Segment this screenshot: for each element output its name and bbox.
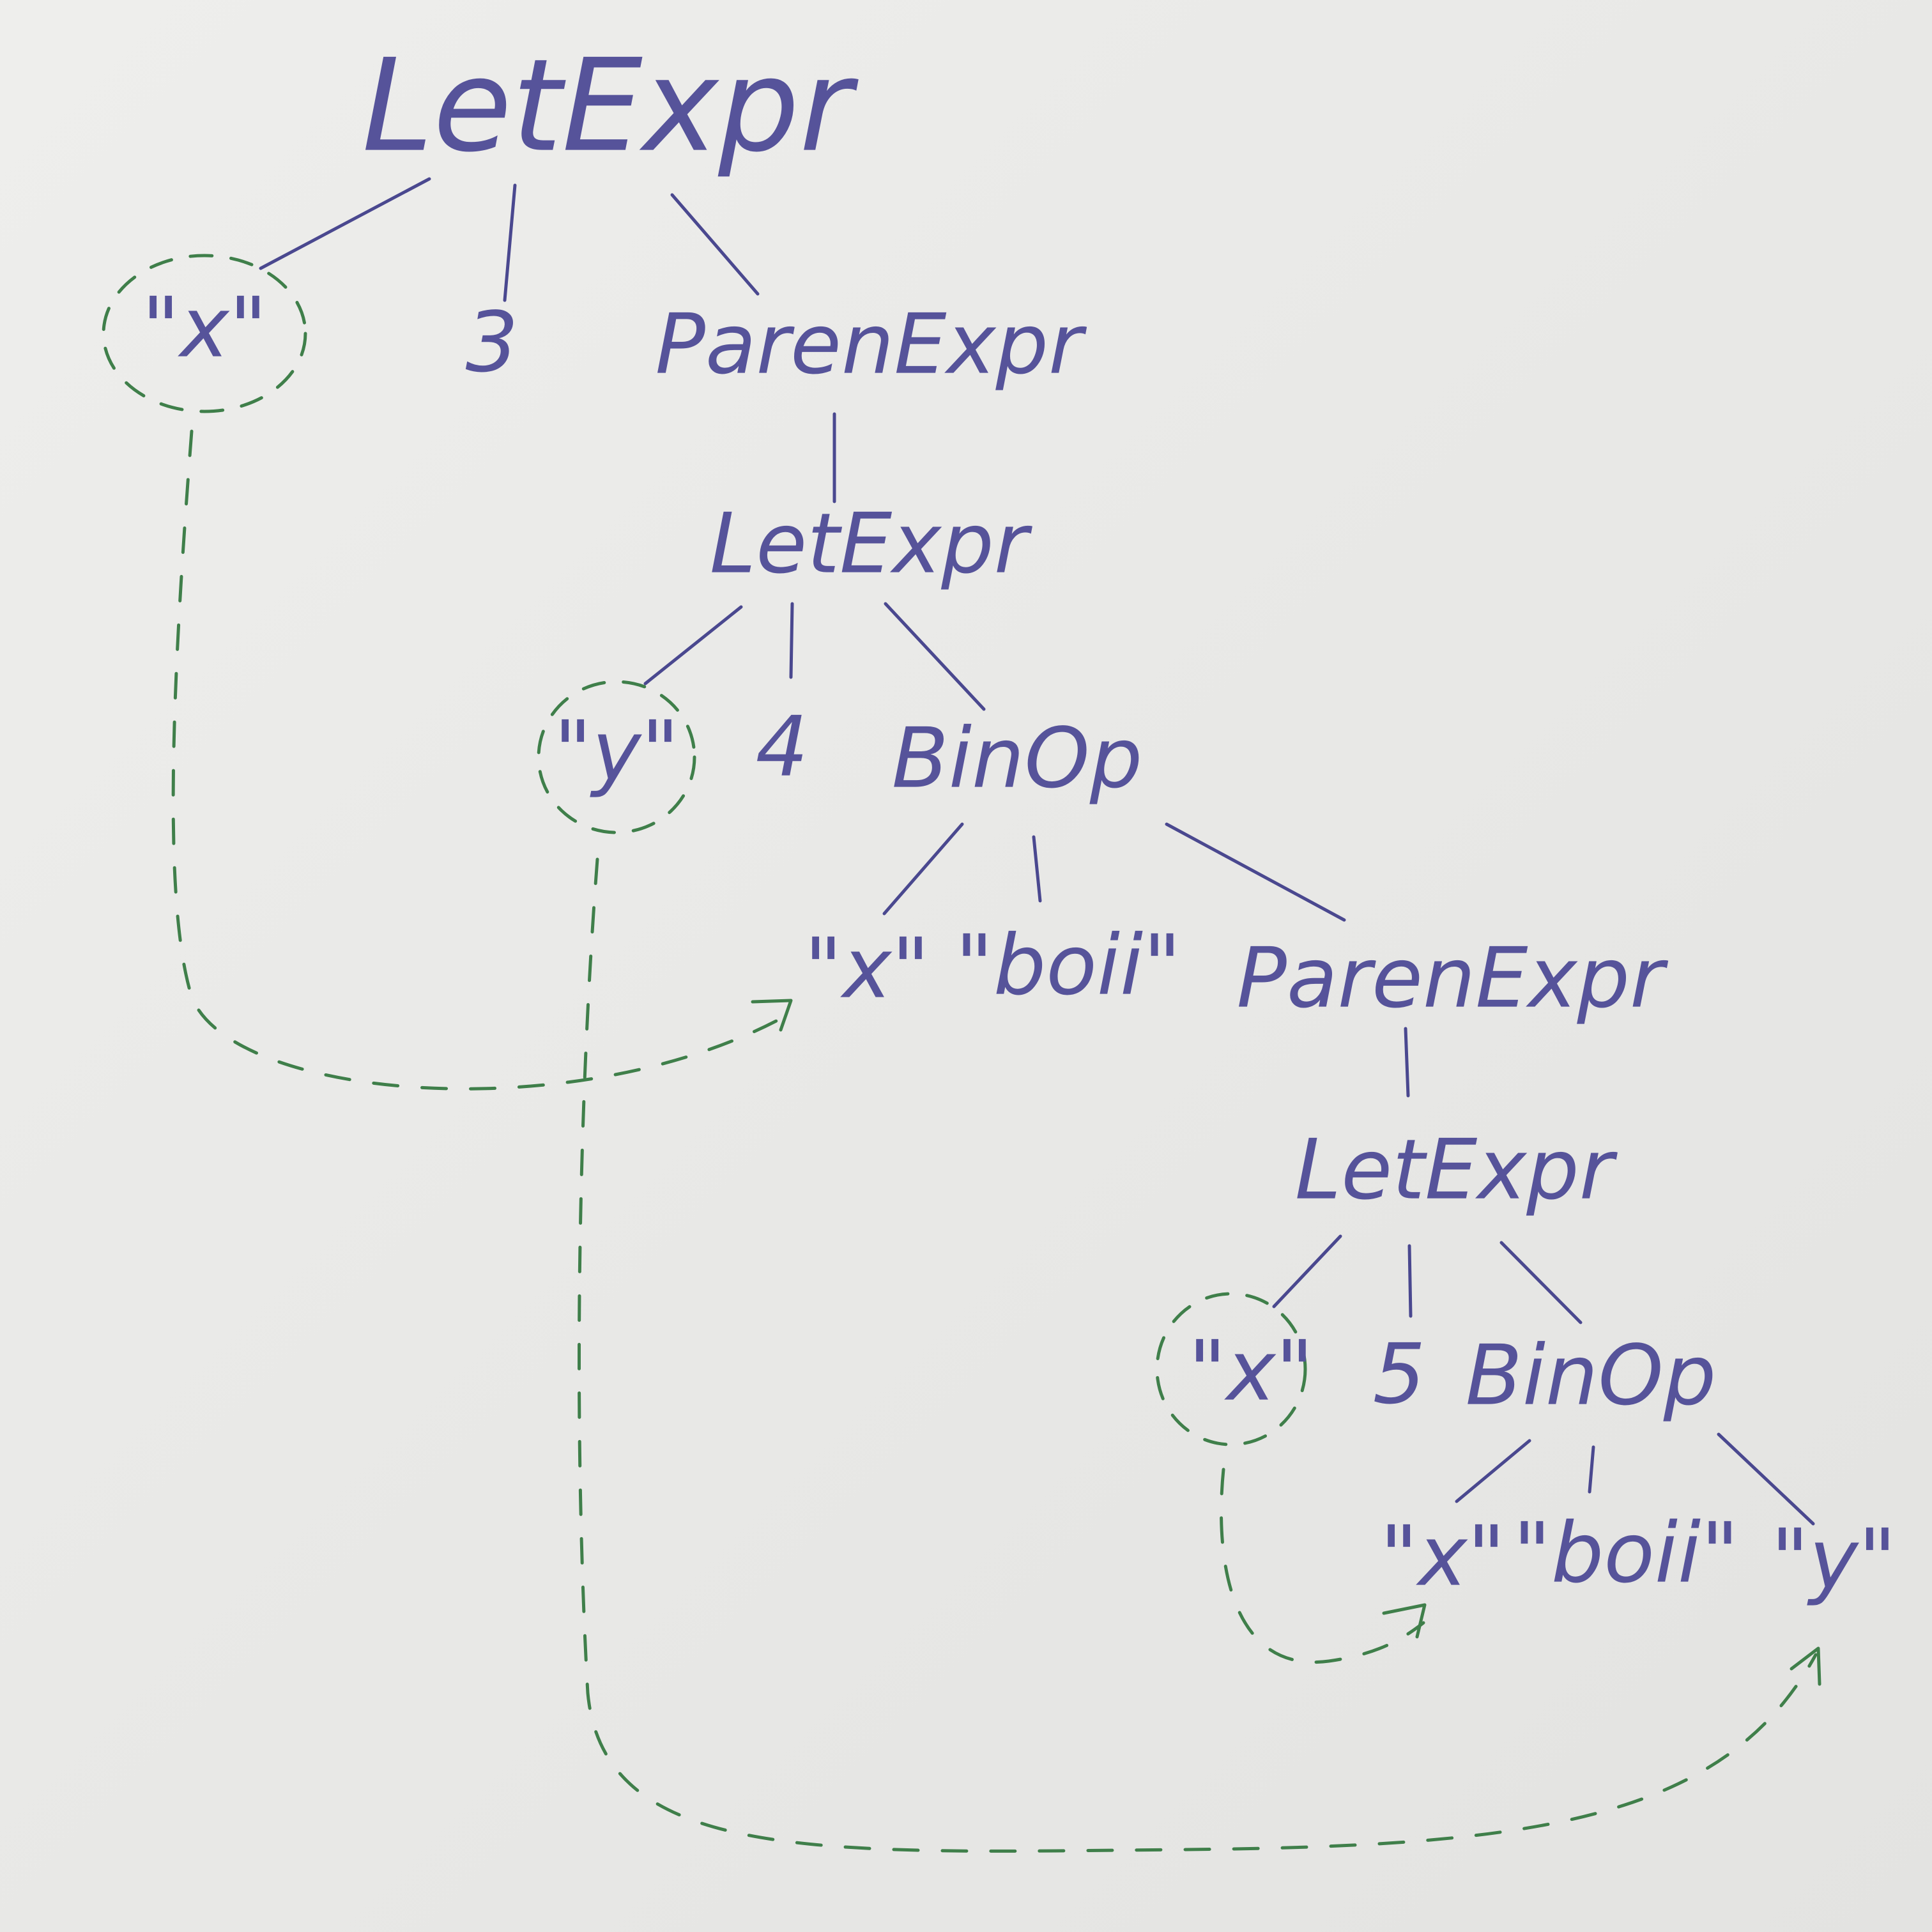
edge-binop2-to-x	[1455, 1439, 1531, 1503]
node-letexpr-2: LetExpr	[710, 495, 1033, 592]
node-parenexpr-1: ParenExpr	[656, 296, 1087, 393]
edge-let2-to-y	[643, 605, 743, 686]
edge-binop1-to-boii	[1032, 835, 1042, 903]
node-binop-2: BinOp	[1466, 1327, 1717, 1424]
edge-let3-to-5	[1407, 1244, 1413, 1318]
node-let3-name-x: "x"	[1188, 1322, 1314, 1420]
node-root-value-3: 3	[466, 294, 519, 391]
arrowhead-binop1-x	[751, 999, 793, 1032]
edge-let2-to-4	[789, 602, 794, 679]
node-letexpr-3: LetExpr	[1295, 1121, 1618, 1218]
edge-paren2-to-let3	[1404, 1027, 1410, 1098]
tree-edges	[259, 177, 1815, 1526]
edge-root-to-x	[259, 177, 431, 270]
node-root-letexpr: LetExpr	[362, 32, 859, 181]
tree-nodes: LetExpr "x" 3 ParenExpr LetExpr "y" 4 Bi…	[142, 32, 1897, 1608]
node-binop-1: BinOp	[892, 710, 1143, 807]
edge-let3-to-x	[1272, 1234, 1342, 1308]
edge-binop2-to-boii	[1588, 1445, 1595, 1494]
scope-circle-let3-x	[1155, 1292, 1307, 1446]
edge-root-to-3	[503, 183, 517, 302]
arrowhead-binop2-y	[1790, 1646, 1821, 1686]
edge-binop1-to-x	[882, 822, 964, 916]
node-binop2-right-y: "y"	[1771, 1511, 1897, 1608]
edge-binop2-to-y	[1717, 1432, 1815, 1526]
edge-binop1-to-paren2	[1165, 822, 1346, 922]
binding-scopes	[102, 254, 1307, 1446]
node-binop1-op-boii: "boii"	[955, 917, 1181, 1014]
ref-path-let2-y-to-binop2-y	[577, 857, 1818, 1853]
node-let2-name-y: "y"	[554, 703, 680, 800]
arrowhead-binop2-x	[1382, 1603, 1427, 1639]
scope-circle-root-x	[102, 254, 307, 413]
node-let2-value-4: 4	[756, 698, 809, 795]
edge-let2-to-binop1	[884, 602, 986, 711]
node-let3-value-5: 5	[1373, 1326, 1426, 1423]
edge-let3-to-binop2	[1499, 1241, 1583, 1324]
binding-references	[171, 429, 1821, 1853]
scope-circle-let2-y	[537, 680, 696, 834]
node-binop2-op-boii: "boii"	[1513, 1505, 1739, 1602]
ref-path-let3-x-to-binop2-x	[1220, 1468, 1425, 1664]
ref-path-root-x-to-binop1-x	[171, 429, 788, 1091]
node-root-name-x: "x"	[142, 279, 268, 376]
node-binop1-left-x: "x"	[804, 920, 930, 1017]
node-binop2-left-x: "x"	[1380, 1508, 1506, 1605]
edge-root-to-paren1	[670, 193, 760, 296]
node-parenexpr-2: ParenExpr	[1237, 930, 1669, 1027]
